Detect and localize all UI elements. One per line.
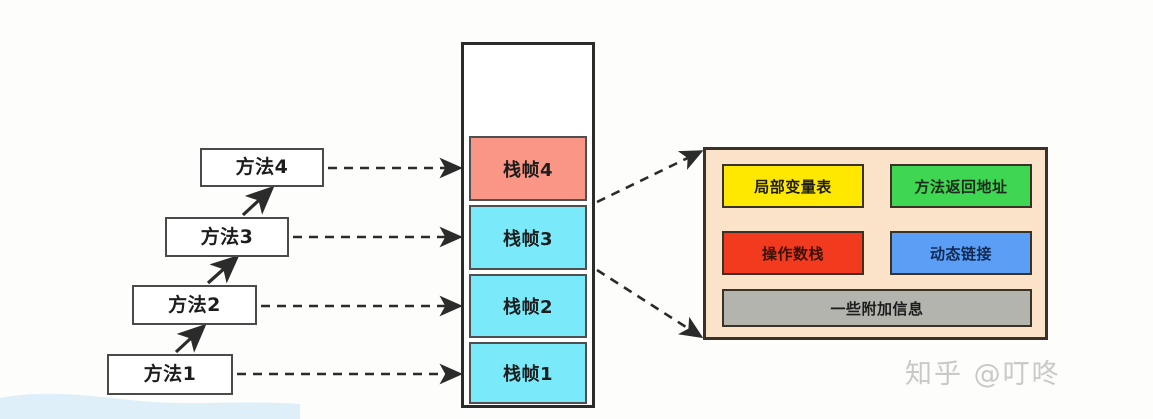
method-box-label: 方法4 (235, 156, 289, 179)
method3-to-method4 (241, 185, 275, 217)
method-box-2: 方法2 (132, 285, 257, 325)
watermark: 知乎 @叮咚 (905, 359, 1061, 390)
method-box-label: 方法3 (200, 225, 254, 248)
frame-bottom-to-panel-bottom (596, 268, 704, 339)
frame-mapping-arrows (237, 157, 463, 385)
detail-cell-operand-stack: 操作数栈 (722, 231, 864, 275)
stack-frame-label: 栈帧3 (502, 228, 554, 250)
frame-expand-arrows (596, 150, 704, 339)
method-box-label: 方法1 (143, 363, 197, 386)
stack-frame-2: 栈帧2 (469, 274, 587, 338)
detail-cell-label: 操作数栈 (761, 244, 824, 263)
detail-cell-label: 一些附加信息 (830, 299, 924, 318)
wave-decoration (0, 393, 300, 419)
detail-cell-label: 局部变量表 (754, 177, 832, 196)
method-box-1: 方法1 (107, 354, 233, 395)
frame-top-to-panel-top (596, 150, 704, 204)
call-arrows (174, 185, 275, 354)
stack-frame-label: 栈帧2 (502, 297, 554, 318)
detail-cell-method-return-address: 方法返回地址 (890, 164, 1032, 208)
method-box-3: 方法3 (165, 217, 289, 257)
detail-cell-local-variable-table: 局部变量表 (722, 164, 864, 208)
method2-to-method3 (206, 254, 240, 285)
stack-frame-label: 栈帧4 (502, 159, 554, 181)
detail-cell-additional-info: 一些附加信息 (722, 289, 1032, 327)
stack-frame-4: 栈帧4 (469, 136, 587, 201)
method-box-label: 方法2 (168, 293, 221, 316)
stack-frame-3: 栈帧3 (469, 205, 587, 270)
stack-frame-1: 栈帧1 (469, 342, 587, 404)
method1-to-method2 (174, 323, 207, 354)
detail-cell-label: 动态链接 (929, 244, 992, 263)
detail-cell-dynamic-linking: 动态链接 (890, 231, 1032, 275)
stack-frame-label: 栈帧1 (502, 364, 554, 385)
method-box-4: 方法4 (200, 148, 324, 187)
detail-cell-label: 方法返回地址 (914, 177, 1008, 196)
